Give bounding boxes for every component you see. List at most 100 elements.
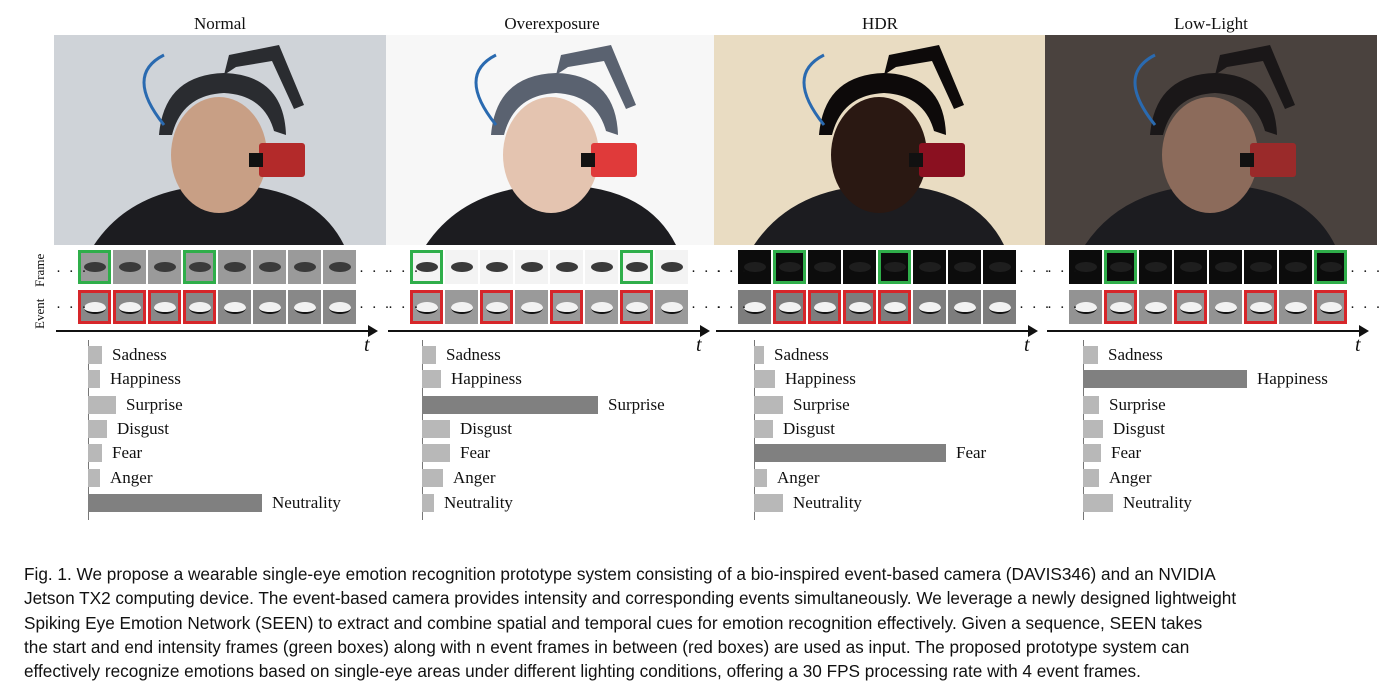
emotion-bar-row: Neutrality — [88, 493, 341, 512]
emotion-bar — [754, 370, 775, 388]
emotion-bar-row: Fear — [754, 443, 986, 462]
emotion-bar — [1083, 444, 1101, 462]
eye-icon — [1074, 302, 1097, 314]
ellipsis: · · · — [691, 300, 724, 316]
ellipsis: · · · — [1350, 300, 1383, 316]
event-frame — [655, 290, 688, 324]
eye-icon — [450, 302, 473, 314]
intensity-frame — [480, 250, 513, 284]
eye-icon — [590, 302, 613, 314]
emotion-bar-row: Neutrality — [754, 493, 862, 512]
emotion-bar — [422, 494, 434, 512]
eye-icon — [1144, 262, 1167, 272]
eye-icon — [743, 302, 766, 314]
intensity-frame — [78, 250, 111, 284]
emotion-bar — [754, 469, 767, 487]
eye-icon — [848, 302, 871, 314]
ellipsis: · · · — [56, 300, 89, 316]
condition-title: Overexposure — [504, 14, 600, 33]
eye-icon — [883, 302, 906, 314]
condition-panel: Normal — [54, 0, 386, 530]
emotion-bar — [88, 420, 107, 438]
emotion-label: Fear — [460, 443, 491, 462]
ellipsis: · · · — [691, 264, 724, 280]
intensity-frame — [410, 250, 443, 284]
event-frame — [808, 290, 841, 324]
emotion-bar — [1083, 346, 1098, 364]
event-frame — [253, 290, 286, 324]
intensity-frame — [878, 250, 911, 284]
condition-title: HDR — [862, 14, 898, 33]
event-frame — [480, 290, 513, 324]
emotion-bar — [1083, 370, 1247, 388]
event-frame — [620, 290, 653, 324]
emotion-bar — [422, 420, 450, 438]
emotion-bar-row: Disgust — [1083, 419, 1165, 438]
intensity-frame — [948, 250, 981, 284]
emotion-bar-row: Neutrality — [1083, 493, 1192, 512]
time-axis — [56, 325, 378, 337]
eye-icon — [485, 262, 508, 272]
emotion-bar-row: Fear — [422, 443, 491, 462]
event-frame-strip — [738, 290, 1016, 326]
emotion-bar — [1083, 420, 1103, 438]
caption-line: effectively recognize emotions based on … — [24, 661, 1141, 682]
event-frame — [148, 290, 181, 324]
eye-icon — [1319, 302, 1342, 314]
event-frame — [78, 290, 111, 324]
event-frame — [948, 290, 981, 324]
emotion-bar — [422, 444, 450, 462]
emotion-bar-row: Anger — [1083, 468, 1151, 487]
emotion-bar-row: Sadness — [88, 345, 167, 364]
emotion-bar — [754, 494, 783, 512]
condition-title: Normal — [194, 14, 246, 33]
subject-photo — [714, 35, 1046, 245]
intensity-frame — [1139, 250, 1172, 284]
time-axis — [716, 325, 1038, 337]
intensity-frame — [738, 250, 771, 284]
emotion-label: Surprise — [608, 395, 665, 414]
emotion-bar — [1083, 494, 1113, 512]
emotion-label: Disgust — [1113, 419, 1165, 438]
event-frame — [550, 290, 583, 324]
intensity-frame — [1209, 250, 1242, 284]
emotion-bar — [754, 396, 783, 414]
intensity-frame — [148, 250, 181, 284]
eye-icon — [953, 302, 976, 314]
emotion-label: Surprise — [126, 395, 183, 414]
eye-icon — [1074, 262, 1097, 272]
eye-icon — [1214, 302, 1237, 314]
eye-icon — [415, 302, 438, 314]
event-frame — [113, 290, 146, 324]
event-frame-strip — [1069, 290, 1347, 326]
eye-icon — [1319, 262, 1342, 272]
emotion-bar-row: Anger — [754, 468, 819, 487]
ellipsis: · · · — [359, 264, 392, 280]
emotion-bar — [422, 396, 598, 414]
emotion-bar-row: Surprise — [422, 395, 665, 414]
event-frame — [1104, 290, 1137, 324]
emotion-bar-row: Neutrality — [422, 493, 513, 512]
emotion-bar — [754, 346, 764, 364]
eye-icon — [223, 262, 246, 272]
eye-icon — [1284, 302, 1307, 314]
ellipsis: · · · — [359, 300, 392, 316]
emotion-bar — [1083, 469, 1099, 487]
eye-icon — [883, 262, 906, 272]
emotion-label: Sadness — [112, 345, 167, 364]
event-frame — [1069, 290, 1102, 324]
emotion-label: Disgust — [783, 419, 835, 438]
event-frame — [410, 290, 443, 324]
eye-icon — [1179, 262, 1202, 272]
ellipsis: · · · — [1047, 300, 1080, 316]
eye-icon — [590, 262, 613, 272]
emotion-bar-row: Anger — [88, 468, 152, 487]
eye-icon — [813, 262, 836, 272]
eye-icon — [293, 262, 316, 272]
ellipsis: · · · — [388, 264, 421, 280]
intensity-frame — [1279, 250, 1312, 284]
emotion-bar-row: Sadness — [1083, 345, 1163, 364]
eye-icon — [625, 302, 648, 314]
eye-icon — [1214, 262, 1237, 272]
intensity-frame — [585, 250, 618, 284]
